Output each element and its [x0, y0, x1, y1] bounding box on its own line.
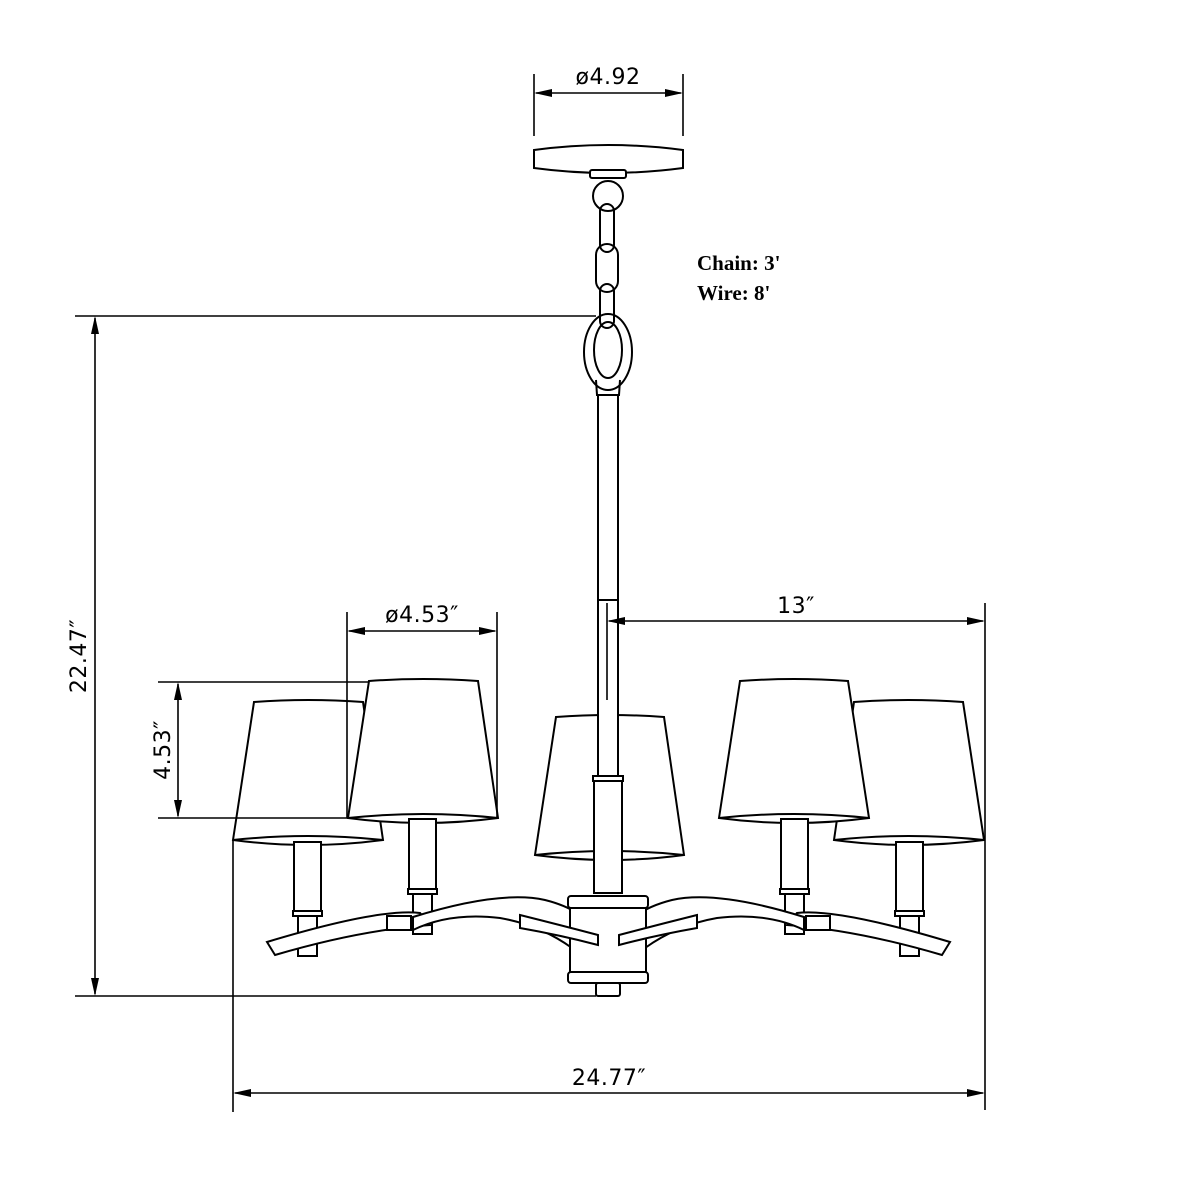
- arms-left: [265, 896, 599, 957]
- shade-far-right: [832, 699, 986, 846]
- loop: [583, 313, 633, 396]
- socket-center: [592, 775, 624, 894]
- canopy: [533, 144, 684, 179]
- wire-length-note: Wire: 8': [697, 281, 770, 305]
- arms-right: [618, 896, 952, 957]
- shade-far-left: [231, 699, 385, 846]
- shade-height-dimension: 4.53″: [151, 681, 369, 819]
- shade-diameter-dimension: ø4.53″: [346, 603, 498, 818]
- shade-height-label: 4.53″: [151, 720, 176, 780]
- socket-far-left: [292, 841, 323, 957]
- shade-inner-left: [346, 678, 500, 824]
- canopy-diameter-label: ø4.92: [576, 65, 641, 90]
- canopy-diameter-dimension: ø4.92: [533, 65, 684, 136]
- chain: [592, 180, 624, 329]
- arm-reach-dimension: 13″: [606, 594, 986, 1110]
- arm-reach-label: 13″: [777, 594, 815, 619]
- overall-width-label: 24.77″: [572, 1066, 646, 1091]
- overall-height-dimension: 22.47″: [67, 315, 596, 997]
- arm-tips-center: [519, 913, 698, 947]
- shade-inner-right: [717, 678, 871, 824]
- chain-wire-notes: Chain: 3' Wire: 8': [697, 251, 780, 305]
- finial: [595, 982, 621, 997]
- overall-height-label: 22.47″: [67, 619, 92, 693]
- overall-width-dimension: 24.77″: [232, 840, 985, 1112]
- downrod-front: [597, 599, 619, 779]
- chain-length-note: Chain: 3': [697, 251, 780, 275]
- shade-diameter-label: ø4.53″: [385, 603, 459, 628]
